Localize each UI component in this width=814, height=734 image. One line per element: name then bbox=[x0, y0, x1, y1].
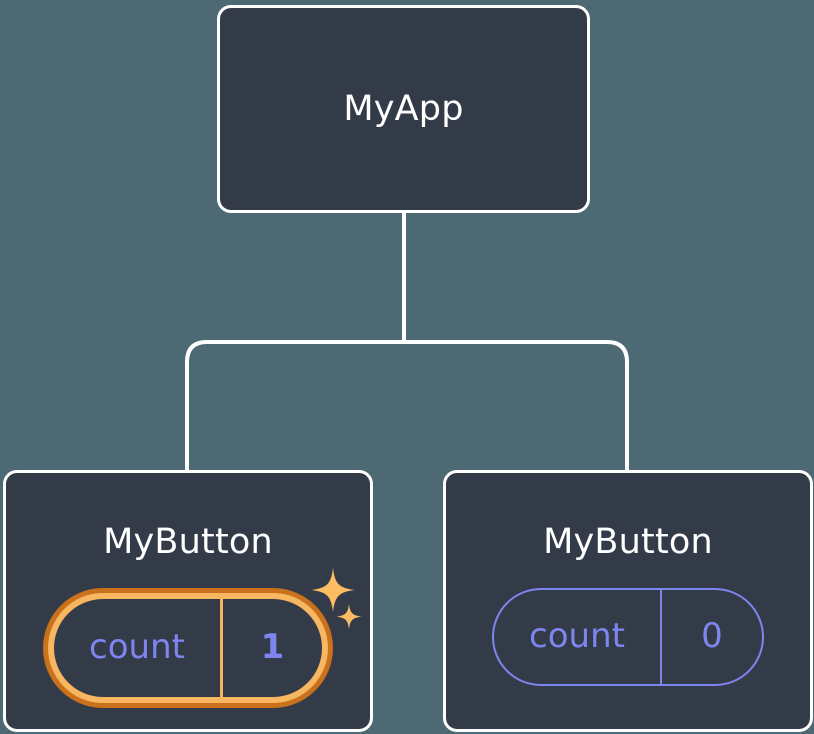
state-pill-left[interactable]: count 1 bbox=[54, 599, 322, 697]
state-pill-left-value-cell: 1 bbox=[220, 599, 322, 697]
sparkle-small-icon bbox=[336, 604, 362, 630]
node-myapp[interactable]: MyApp bbox=[217, 5, 590, 213]
state-pill-left-wrapper: count 1 bbox=[43, 568, 362, 708]
state-pill-highlight-inner-ring: count 1 bbox=[48, 593, 328, 703]
node-mybutton-left[interactable]: MyButton count 1 bbox=[3, 470, 373, 732]
state-pill-right-key: count bbox=[529, 615, 625, 656]
sparkle-large-icon bbox=[311, 568, 355, 612]
state-pill-right-wrapper: count 0 bbox=[492, 588, 764, 686]
node-mybutton-right-label: MyButton bbox=[543, 522, 713, 562]
node-mybutton-right[interactable]: MyButton count 0 bbox=[443, 470, 813, 732]
state-pill-left-key: count bbox=[89, 626, 185, 667]
node-myapp-label: MyApp bbox=[343, 88, 464, 129]
state-pill-right-value-cell: 0 bbox=[660, 590, 762, 684]
state-pill-right-value: 0 bbox=[701, 615, 723, 656]
state-pill-highlight-outer-ring: count 1 bbox=[43, 588, 333, 708]
state-pill-right[interactable]: count 0 bbox=[492, 588, 764, 686]
node-mybutton-left-label: MyButton bbox=[103, 522, 273, 562]
state-pill-right-key-cell: count bbox=[494, 590, 660, 684]
state-pill-left-value: 1 bbox=[260, 626, 285, 667]
connector-split-bar bbox=[185, 340, 629, 472]
state-pill-left-key-cell: count bbox=[54, 599, 220, 697]
